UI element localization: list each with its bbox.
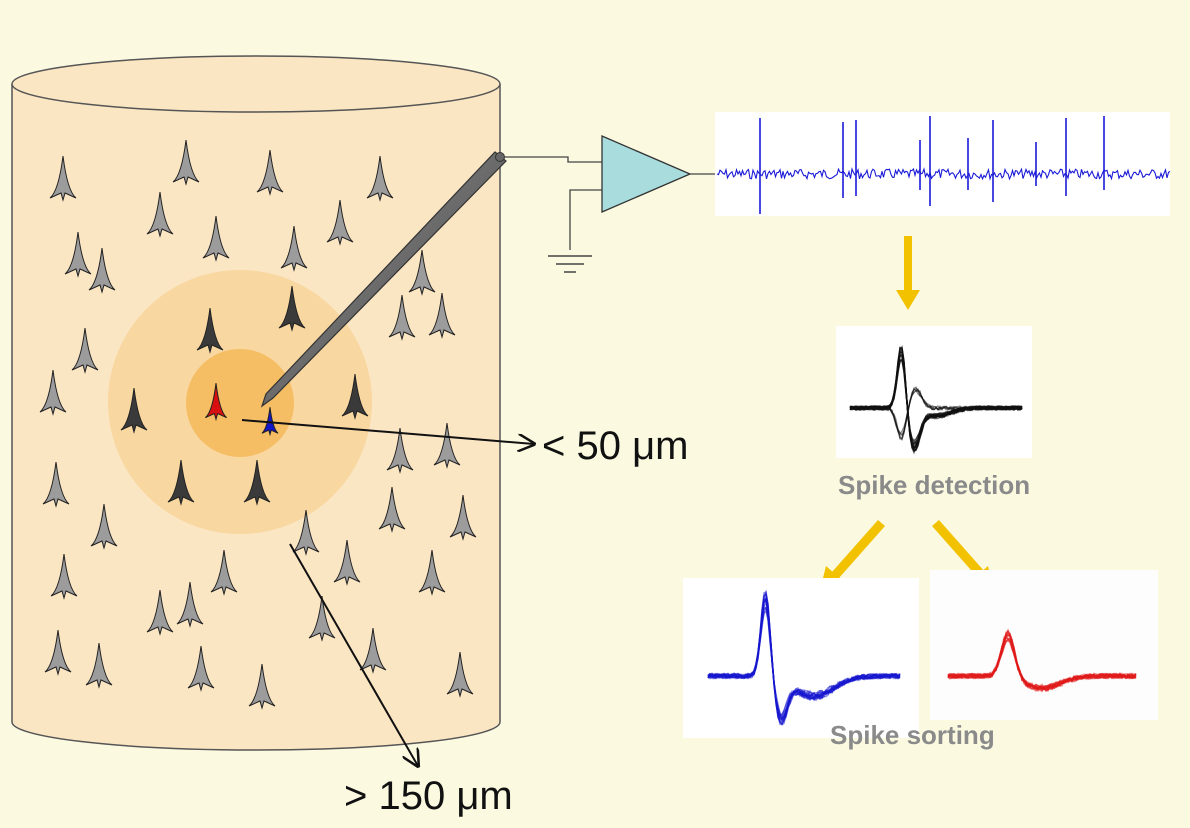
waveform-trace [947, 629, 1137, 691]
far-neuron [408, 249, 436, 296]
raw-voltage-trace [716, 167, 1171, 181]
waveform-trace [947, 640, 1137, 689]
waveform-trace [947, 634, 1137, 693]
spike-detection-caption: Spike detection [838, 470, 1031, 500]
spike-sorting-caption: Spike sorting [830, 720, 995, 750]
far-neuron [333, 539, 361, 586]
far-neuron [44, 629, 72, 676]
far-neuron [292, 509, 320, 556]
near-distance-pointer [241, 419, 534, 444]
far-neuron [388, 294, 416, 341]
far-distance-label: > 150 μm [344, 774, 513, 818]
far-neuron [202, 215, 230, 262]
far-neuron [176, 581, 204, 628]
close-neuron [243, 459, 271, 506]
waveform-trace [947, 628, 1137, 693]
far-neuron [90, 503, 118, 550]
far-neuron [256, 149, 284, 196]
near-recording-zone [186, 349, 294, 457]
waveform-trace [849, 389, 1023, 435]
far-neuron [378, 486, 406, 533]
waveform-trace [947, 636, 1137, 691]
far-neuron [71, 327, 99, 374]
amplifier-icon [601, 135, 692, 213]
close-neuron [120, 387, 148, 434]
close-neuron [341, 373, 369, 420]
far-neuron [187, 645, 215, 692]
waveform-trace [947, 639, 1137, 690]
far-neuron [85, 642, 113, 689]
near-neuron-red [204, 383, 228, 422]
far-neuron [386, 427, 414, 474]
close-neuron [167, 459, 195, 506]
far-neuron [359, 627, 387, 674]
far-neuron [210, 549, 238, 596]
recording-electrode [260, 151, 507, 408]
arrow-to-detection [896, 236, 920, 310]
far-neuron [366, 155, 394, 202]
far-neuron [326, 199, 354, 246]
waveform-trace [947, 633, 1137, 692]
far-neuron [433, 422, 461, 469]
far-neuron [146, 589, 174, 636]
far-neuron [172, 139, 200, 186]
far-neuron [146, 191, 174, 238]
electrode-wire [504, 156, 602, 250]
far-neuron [50, 553, 78, 600]
waveform-trace [707, 598, 901, 720]
waveform-trace [947, 631, 1137, 693]
sorted-unit-2-waveforms [947, 628, 1137, 693]
neuron-population [39, 139, 477, 710]
near-distance-label: < 50 μm [542, 424, 689, 468]
far-neuron [248, 663, 276, 710]
waveform-trace [947, 634, 1137, 692]
waveform-trace [947, 636, 1137, 690]
far-neuron [308, 595, 336, 642]
far-neuron [64, 231, 92, 278]
waveform-trace [947, 629, 1137, 692]
spike-detection-panel [836, 326, 1032, 458]
far-neuron [49, 155, 77, 202]
far-neuron [88, 247, 116, 294]
far-neuron [418, 549, 446, 596]
far-neuron [446, 651, 474, 698]
sorted-unit-1-waveforms [707, 589, 901, 726]
far-neuron [449, 494, 477, 541]
far-neuron [280, 225, 308, 272]
raw-trace-spikes [759, 116, 1105, 214]
far-distance-pointer [289, 543, 418, 766]
waveform-trace [947, 638, 1137, 691]
ground-icon [548, 255, 592, 273]
far-neuron [428, 292, 456, 339]
close-neuron [278, 285, 306, 332]
waveform-trace [947, 634, 1137, 692]
far-neuron [39, 369, 67, 416]
sorted-unit-1-panel [683, 578, 919, 738]
waveform-trace [947, 632, 1137, 692]
waveform-trace [947, 637, 1137, 691]
raw-trace-panel [715, 112, 1170, 216]
detected-waveforms [849, 344, 1023, 455]
sorted-unit-2-panel [930, 570, 1158, 720]
close-neuron [196, 307, 224, 354]
far-neuron [42, 461, 70, 508]
waveform-trace [947, 630, 1137, 693]
